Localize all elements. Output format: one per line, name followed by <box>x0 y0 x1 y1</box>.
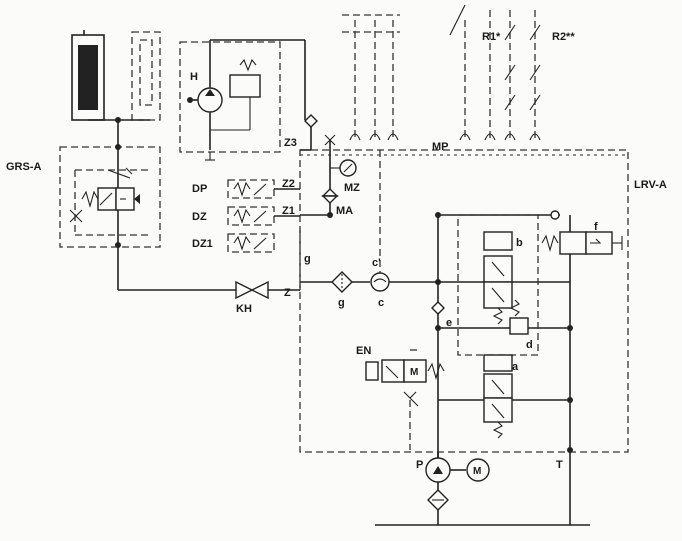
pressure-switch-dz <box>227 206 275 226</box>
valve-b <box>483 231 529 335</box>
label-b: b <box>516 237 523 249</box>
label-en: EN <box>356 345 371 357</box>
label-z: Z <box>284 287 291 299</box>
label-lrv-a: LRV-A <box>634 179 667 191</box>
relay-contacts <box>449 4 541 111</box>
label-f: f <box>594 221 598 233</box>
label-z1: Z1 <box>282 205 295 217</box>
mp-connectors <box>349 133 541 141</box>
h-relief-valve <box>229 74 261 98</box>
label-g-lower: g <box>338 297 345 309</box>
label-z3: Z3 <box>284 137 297 149</box>
throttle-x <box>69 209 83 223</box>
grs-a-box <box>59 146 161 248</box>
label-dp: DP <box>192 183 207 195</box>
label-dz: DZ <box>192 211 207 223</box>
label-e: e <box>446 317 452 329</box>
label-dz1: DZ1 <box>192 238 213 250</box>
label-grs-a: GRS-A <box>6 161 42 173</box>
valve-a <box>483 354 513 439</box>
motor-m <box>466 458 490 482</box>
pump-h <box>187 87 223 113</box>
grs-valve <box>81 167 140 211</box>
label-ma: MA <box>336 205 353 217</box>
label-mp: MP <box>432 141 449 153</box>
valve-f <box>541 210 623 255</box>
cylinder-dashed <box>131 31 161 121</box>
pressure-switch-dp <box>227 179 275 199</box>
label-t: T <box>556 459 563 471</box>
label-mz: MZ <box>344 182 360 194</box>
label-c-lower: c <box>378 297 384 309</box>
label-z2: Z2 <box>282 178 295 190</box>
lrv-a-box <box>299 149 629 453</box>
label-p: P <box>416 459 423 471</box>
label-a: a <box>512 361 519 373</box>
check-z3 <box>304 114 318 128</box>
label-g-upper: g <box>304 253 311 265</box>
gauge-c <box>370 272 390 292</box>
label-kh: KH <box>236 303 252 315</box>
check-ma <box>321 188 339 197</box>
check-e <box>431 301 445 315</box>
label-en-m: M <box>410 367 418 378</box>
label-motor: M <box>473 466 481 477</box>
label-r1: R1* <box>482 31 501 43</box>
cylinder-solid <box>71 30 105 121</box>
valve-en <box>365 359 445 383</box>
label-d: d <box>526 339 533 351</box>
label-h: H <box>190 71 198 83</box>
label-c-upper: c' <box>372 257 381 269</box>
pressure-switch-dz1 <box>227 233 275 253</box>
kh-valve <box>235 280 269 300</box>
label-r2: R2** <box>552 31 575 43</box>
h-box <box>179 41 281 153</box>
